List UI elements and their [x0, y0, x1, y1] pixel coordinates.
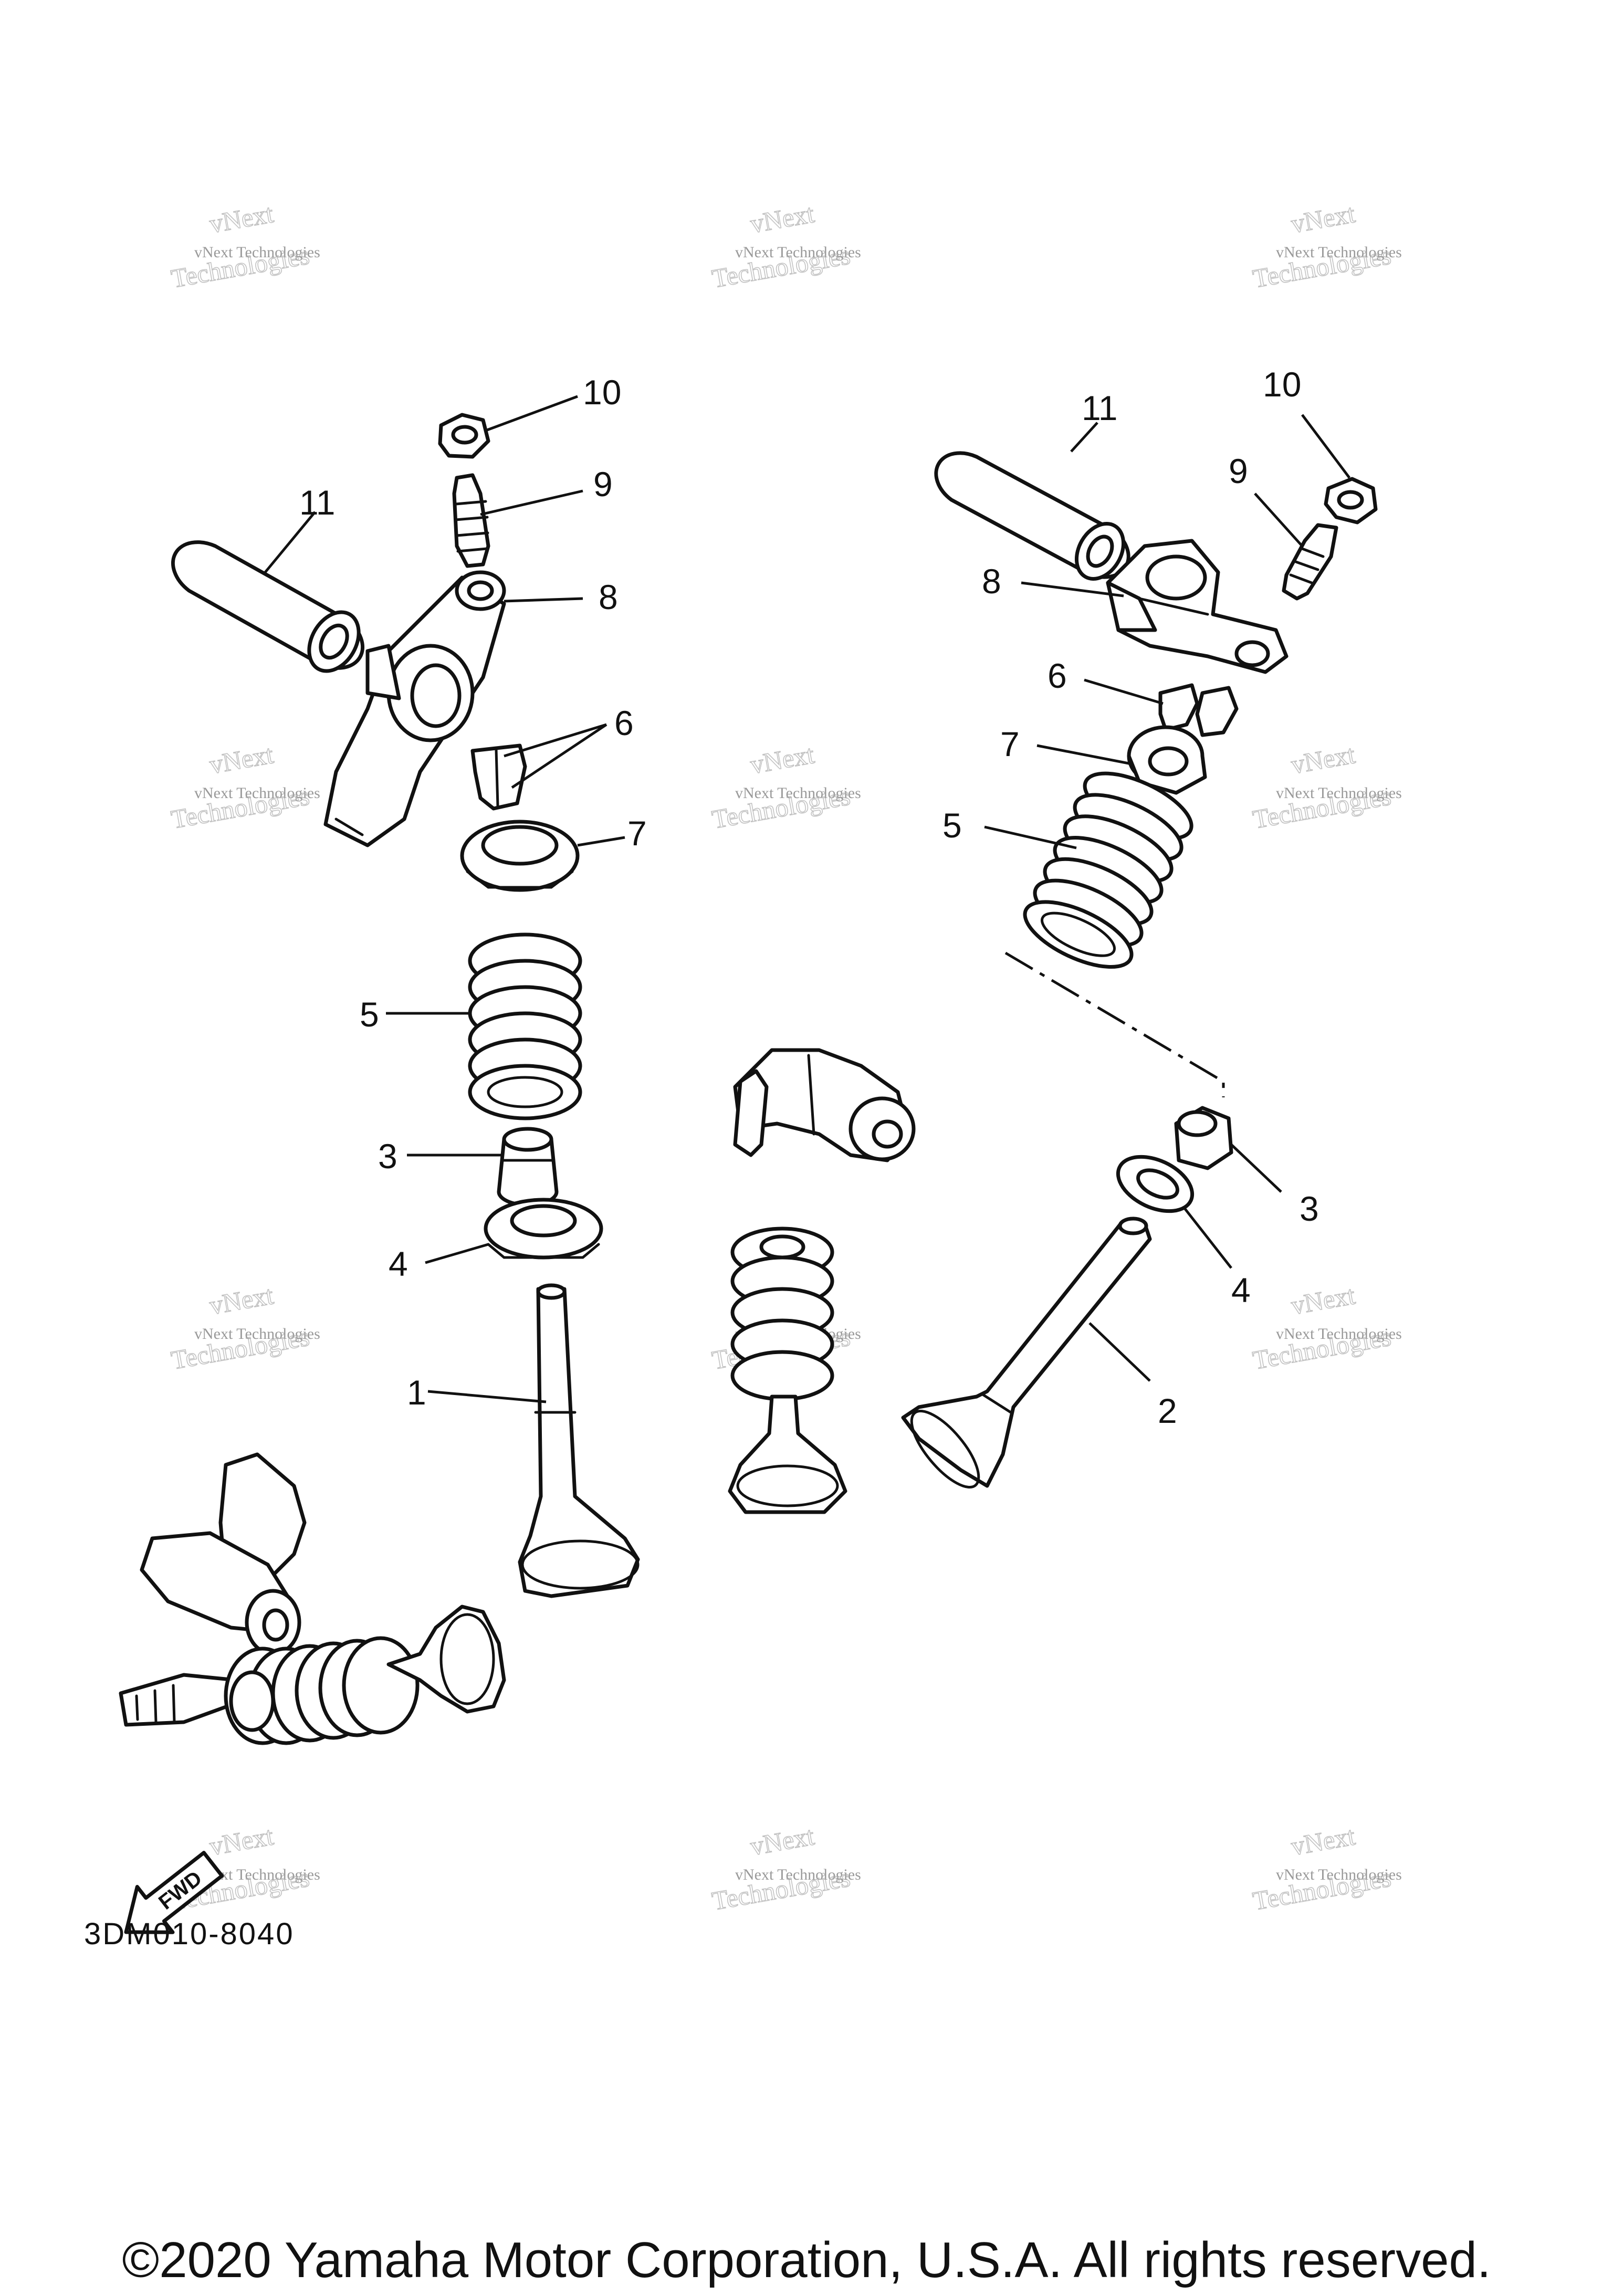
rocker-arm-left [323, 570, 506, 847]
rocker-shaft-right [934, 451, 1130, 581]
callouts-left: 10 9 11 8 6 7 5 3 4 1 [299, 373, 647, 1412]
alignment-line [1004, 951, 1225, 1097]
spring-seat-right [1116, 1155, 1195, 1213]
callout-right-5: 5 [942, 806, 962, 845]
watermark: vNext vNext Technologies Technologies [169, 198, 320, 293]
svg-text:vNext Technologies: vNext Technologies [194, 784, 320, 802]
svg-text:vNext Technologies: vNext Technologies [1276, 244, 1402, 261]
svg-text:vNext: vNext [207, 1821, 276, 1861]
callout-left-8: 8 [599, 578, 618, 616]
callout-left-1: 1 [407, 1373, 426, 1412]
spring-seat-left [484, 1198, 603, 1260]
watermark: vNext vNext Technologies Technologies [1250, 1820, 1402, 1916]
exhaust-valve [901, 1217, 1152, 1489]
callout-right-11: 11 [1082, 389, 1118, 427]
locknut-left [438, 413, 490, 459]
watermark: vNext vNext Technologies Technologies [1250, 1280, 1402, 1375]
watermark: vNext vNext Technologies Technologies [709, 1820, 861, 1916]
svg-text:vNext: vNext [1289, 1821, 1357, 1861]
svg-text:vNext Technologies: vNext Technologies [735, 784, 861, 802]
callout-left-9: 9 [593, 465, 613, 504]
callout-left-3: 3 [378, 1137, 397, 1176]
callout-left-5: 5 [360, 995, 379, 1034]
svg-text:vNext: vNext [1289, 1280, 1357, 1320]
callouts-right: 11 10 9 8 6 7 5 3 4 2 [942, 365, 1319, 1430]
reference-valve-center [728, 1226, 847, 1514]
valve-spring-right [1023, 771, 1193, 969]
leader-lines-right [984, 414, 1350, 1382]
callout-right-4: 4 [1231, 1271, 1251, 1309]
svg-text:vNext: vNext [1289, 198, 1357, 238]
callout-right-2: 2 [1158, 1391, 1177, 1430]
svg-text:vNext: vNext [748, 1821, 816, 1861]
right-valve-assembly [901, 451, 1378, 1489]
callout-right-8: 8 [982, 562, 1001, 601]
reference-rocker-assembly-center [733, 1048, 916, 1162]
rocker-arm-right [1106, 539, 1289, 674]
svg-text:vNext: vNext [207, 198, 276, 238]
svg-text:vNext: vNext [207, 739, 276, 779]
oil-seal-left [497, 1127, 559, 1207]
valve-cotters-right [1158, 683, 1239, 737]
watermark: vNext vNext Technologies Technologies [1250, 198, 1402, 293]
svg-text:vNext: vNext [1289, 739, 1357, 779]
spring-retainer-left [460, 820, 580, 892]
callout-right-10: 10 [1263, 365, 1301, 404]
svg-text:vNext: vNext [748, 739, 816, 779]
svg-text:vNext Technologies: vNext Technologies [735, 1866, 861, 1883]
left-valve-assembly [171, 413, 640, 1598]
adjusting-screw-left [452, 473, 490, 568]
callout-right-7: 7 [1000, 725, 1020, 763]
oil-seal-right [1174, 1106, 1233, 1170]
diagram-code: 3DM010-8040 [84, 1917, 295, 1951]
callout-right-9: 9 [1229, 452, 1248, 490]
reference-assembly-bottom-left [119, 1452, 506, 1745]
fwd-arrow-icon: FWD [124, 1851, 224, 1934]
callout-right-3: 3 [1300, 1189, 1319, 1228]
valve-spring-left [468, 932, 582, 1120]
svg-text:vNext Technologies: vNext Technologies [1276, 1866, 1402, 1883]
callout-left-6: 6 [614, 704, 634, 742]
svg-text:vNext Technologies: vNext Technologies [1276, 784, 1402, 802]
watermark: vNext vNext Technologies Technologies [1250, 739, 1402, 834]
spring-retainer-right [1127, 725, 1207, 795]
svg-text:vNext Technologies: vNext Technologies [194, 1325, 320, 1343]
svg-text:vNext Technologies: vNext Technologies [1276, 1325, 1402, 1343]
watermark: vNext vNext Technologies Technologies [709, 739, 861, 834]
callout-left-4: 4 [389, 1244, 408, 1283]
leader-lines-left [264, 395, 625, 1403]
svg-text:vNext: vNext [207, 1280, 276, 1320]
watermark: vNext vNext Technologies Technologies [709, 198, 861, 293]
watermark: vNext vNext Technologies Technologies [169, 1280, 320, 1375]
copyright-notice: ©2020 Yamaha Motor Corporation, U.S.A. A… [122, 2232, 1491, 2288]
rocker-shaft-left [171, 540, 364, 673]
intake-valve [518, 1283, 640, 1598]
valve-cotters-left [470, 743, 527, 811]
callout-right-6: 6 [1048, 656, 1067, 695]
svg-text:vNext Technologies: vNext Technologies [735, 244, 861, 261]
watermark: vNext vNext Technologies Technologies [169, 739, 320, 834]
svg-text:vNext Technologies: vNext Technologies [194, 244, 320, 261]
callout-left-11: 11 [299, 483, 336, 522]
svg-text:vNext: vNext [748, 198, 816, 238]
callout-left-7: 7 [627, 814, 647, 853]
locknut-right [1324, 477, 1378, 525]
adjusting-screw-right [1282, 523, 1338, 601]
callout-left-10: 10 [583, 373, 621, 412]
